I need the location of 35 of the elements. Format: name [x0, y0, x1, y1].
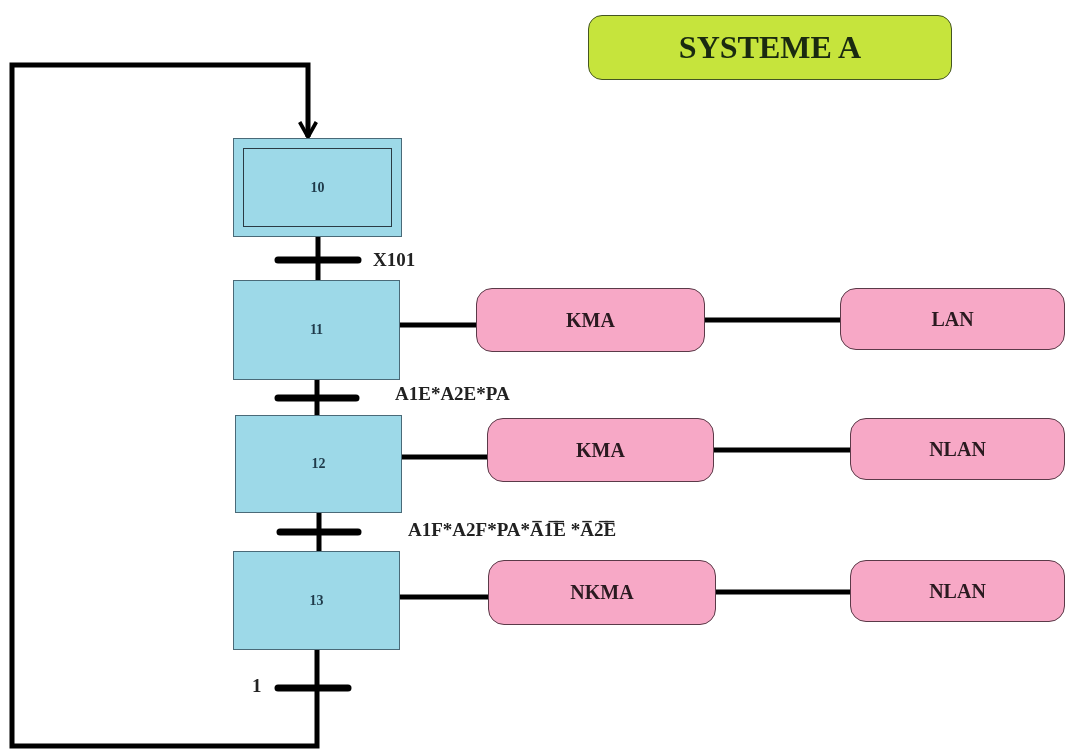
action-box: [840, 288, 1065, 350]
action-label: LAN: [931, 307, 974, 331]
action-label: KMA: [576, 438, 625, 462]
step-box: [235, 415, 402, 513]
action-label: NKMA: [570, 581, 634, 604]
step-box: [233, 551, 400, 650]
connector-line: [714, 447, 850, 453]
transition-condition: 1: [252, 674, 262, 698]
action-label: NLAN: [929, 579, 986, 603]
transition-condition: A1F*A2F*PA*A̅1̅E̅ *A̅2̅E̅: [408, 518, 617, 542]
transition-condition: X101: [373, 248, 416, 272]
step-number: 13: [309, 592, 324, 609]
connector-line: [716, 589, 850, 595]
connector-line: [400, 322, 476, 328]
step-number: 11: [309, 322, 324, 338]
action-box: [476, 288, 705, 352]
connector-line: [400, 594, 488, 600]
transition-link: [274, 237, 362, 280]
transition-link: [9, 62, 352, 749]
action-box: [850, 560, 1065, 622]
connector-line: [705, 317, 840, 323]
action-box: [487, 418, 714, 482]
transition-condition: A1E*A2E*PA: [395, 382, 510, 406]
connector-line: [402, 454, 487, 460]
initial-step-box: [233, 138, 402, 237]
step-box: [233, 280, 400, 380]
step-number: 10: [310, 179, 325, 196]
step-number: 12: [311, 456, 326, 472]
transition-link: [276, 513, 362, 551]
action-label: KMA: [566, 308, 615, 332]
title-banner: SYSTEME A: [588, 15, 952, 80]
action-label: NLAN: [929, 437, 986, 461]
action-box: [488, 560, 716, 625]
action-box: [850, 418, 1065, 480]
transition-link: [274, 380, 360, 415]
